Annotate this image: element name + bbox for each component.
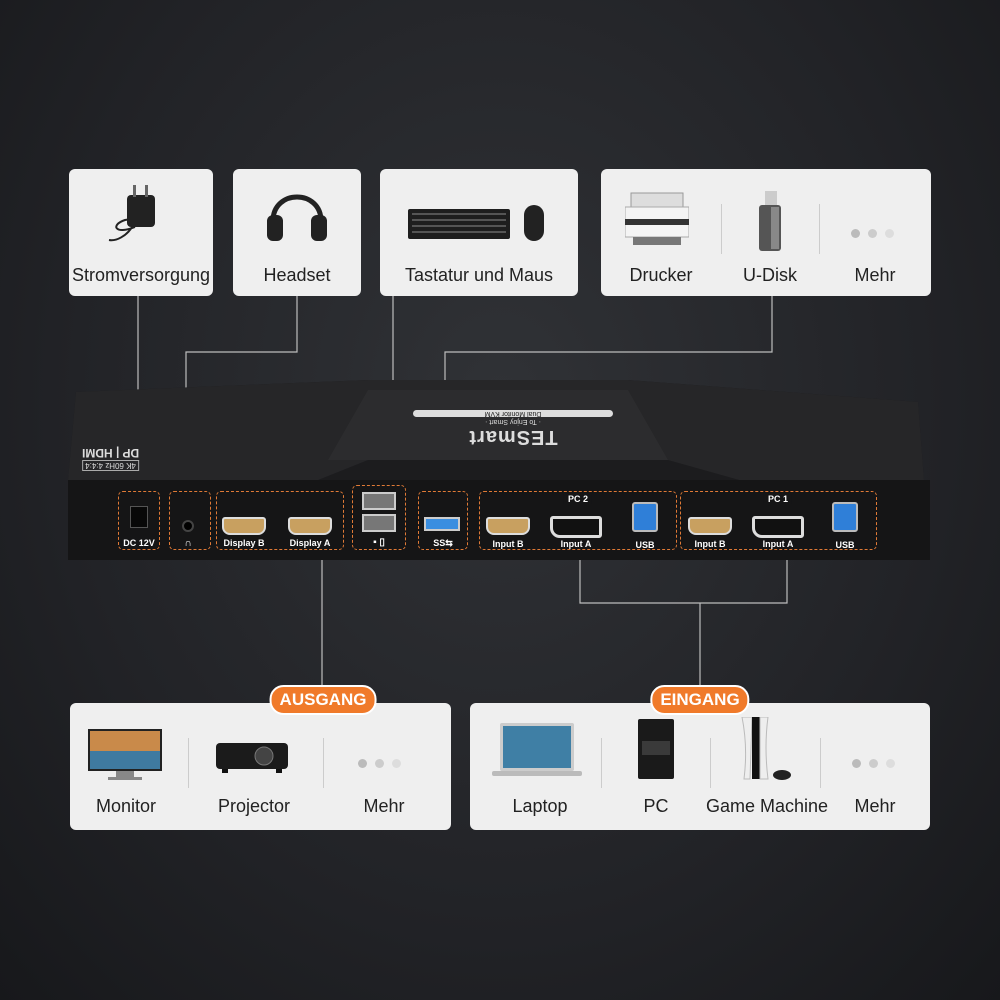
keyboard-mouse-port-icon: ▪ ▯: [373, 537, 385, 548]
power-adapter-icon: [108, 185, 155, 242]
divider: [819, 204, 820, 254]
divider: [188, 738, 189, 788]
keyboard-mouse-card: Tastatur und Maus: [380, 169, 578, 296]
hdmi-port-input-b: [486, 517, 530, 535]
usb-label: USB: [635, 540, 655, 550]
pc1-label: PC 1: [763, 494, 793, 504]
peripherals-card: Drucker U-Disk Mehr: [601, 169, 931, 296]
output-badge: AUSGANG: [269, 685, 377, 715]
tagline: · To Enjoy Smart ·: [485, 418, 541, 425]
pc-tower-icon: [638, 719, 674, 779]
pc2-label: PC 2: [563, 494, 593, 504]
spec-sub: 4K 60Hz 4:4:4: [82, 460, 140, 471]
usb-hid-box: [352, 485, 406, 550]
dc-port-box: [118, 491, 160, 550]
monitor-label: Monitor: [95, 796, 157, 816]
model-label: Dual Monitor KVM: [413, 410, 613, 417]
input-a-label: Input A: [762, 539, 794, 549]
divider: [721, 204, 722, 254]
hdmi-port-display-b: [222, 517, 266, 535]
audio-port-box: [169, 491, 211, 550]
usb-label: USB: [835, 540, 855, 550]
audio-jack-icon: [182, 520, 194, 532]
usb3-port: [424, 517, 460, 531]
ss-label: SS⇆: [433, 538, 453, 548]
kvm-switch-device: TESmart · To Enjoy Smart · Dual Monitor …: [68, 380, 930, 560]
dc-jack-icon: [130, 506, 148, 528]
device-logo: TESmart · To Enjoy Smart · Dual Monitor …: [413, 410, 613, 448]
more-dots-icon: [847, 225, 898, 243]
divider: [710, 738, 711, 788]
more-label: Mehr: [854, 796, 896, 816]
power-label: Stromversorgung: [71, 265, 211, 285]
usb-b-port: [632, 502, 658, 532]
display-a-label: Display A: [289, 538, 331, 548]
laptop-icon: [492, 723, 582, 776]
game-machine-label: Game Machine: [705, 796, 829, 816]
divider: [601, 738, 602, 788]
output-port-box: [216, 491, 344, 550]
input-card: Laptop PC Game Machine Mehr: [470, 703, 930, 830]
headphone-icon: ∩: [184, 538, 192, 549]
usb3-port-box: [418, 491, 468, 550]
pc1-port-box: [680, 491, 877, 550]
dp-port-input-a: [752, 516, 804, 538]
headset-icon: [267, 194, 327, 241]
udisk-label: U-Disk: [743, 265, 797, 285]
brand-logo: TESmart: [468, 426, 558, 448]
printer-label: Drucker: [629, 265, 693, 285]
input-badge: EINGANG: [650, 685, 750, 715]
display-b-label: Display B: [223, 538, 265, 548]
keyboard-mouse-label: Tastatur und Maus: [404, 265, 554, 285]
input-b-label: Input B: [694, 539, 726, 549]
keyboard-mouse-icon: [408, 205, 544, 241]
printer-icon: [625, 192, 689, 245]
usb-b-port: [832, 502, 858, 532]
usb-a-port: [362, 514, 396, 532]
projector-label: Projector: [217, 796, 291, 816]
divider: [820, 738, 821, 788]
input-b-label: Input B: [492, 539, 524, 549]
headset-card: Headset: [233, 169, 361, 296]
more-label: Mehr: [854, 265, 896, 285]
power-card: Stromversorgung: [69, 169, 213, 296]
game-console-icon: [741, 717, 791, 780]
divider: [323, 738, 324, 788]
more-dots-icon: [848, 755, 899, 773]
laptop-label: Laptop: [512, 796, 568, 816]
pc2-port-box: [479, 491, 677, 550]
output-card: Monitor Projector Mehr: [70, 703, 451, 830]
pc-label: PC: [643, 796, 669, 816]
hdmi-port-display-a: [288, 517, 332, 535]
monitor-icon: [88, 729, 162, 780]
more-label: Mehr: [363, 796, 405, 816]
dc-label: DC 12V: [123, 538, 155, 548]
projector-icon: [216, 743, 288, 773]
usb-disk-icon: [759, 191, 781, 251]
hdmi-port-input-b: [688, 517, 732, 535]
usb-a-port: [362, 492, 396, 510]
more-dots-icon: [354, 755, 405, 773]
input-a-label: Input A: [560, 539, 592, 549]
spec-main: DP | HDMI: [82, 446, 140, 460]
spec-label: 4K 60Hz 4:4:4 DP | HDMI: [82, 446, 140, 471]
dp-port-input-a: [550, 516, 602, 538]
headset-label: Headset: [263, 265, 331, 285]
